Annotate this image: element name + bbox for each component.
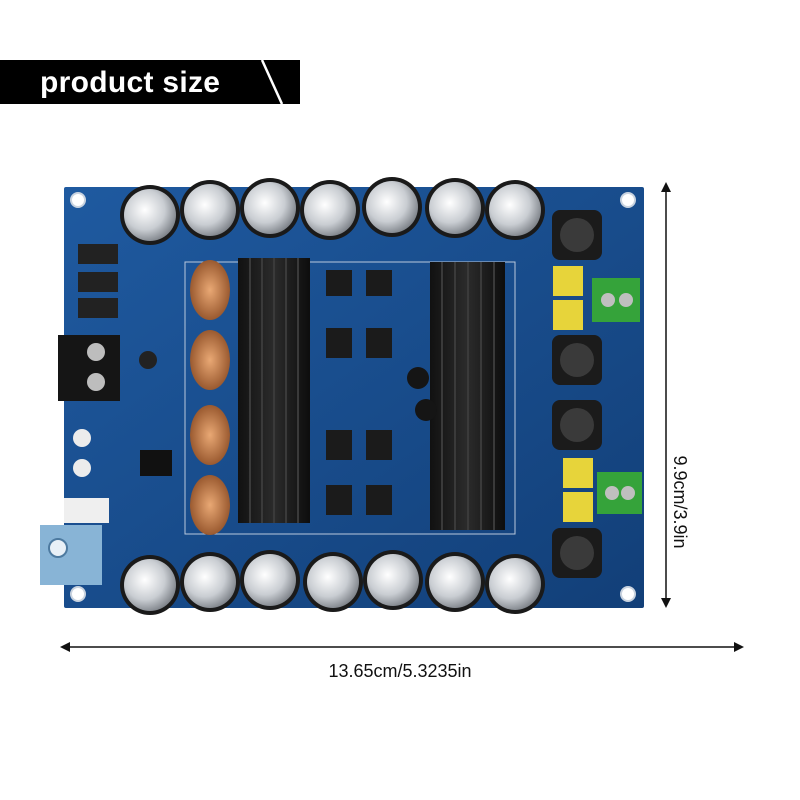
product-size-banner: product size — [0, 60, 300, 104]
left-heat-sink — [238, 258, 310, 523]
top-capacitors — [120, 177, 545, 245]
height-dimension-label: 9.9cm/3.9in — [670, 455, 690, 549]
speaker-terminals — [592, 278, 642, 514]
width-dimension-label: 13.65cm/5.3235in — [328, 661, 472, 681]
mosfet-chips — [326, 270, 392, 515]
right-heat-sink — [430, 262, 505, 530]
bottom-capacitors — [120, 550, 545, 615]
film-capacitors — [553, 266, 593, 522]
center-small-capacitors — [407, 367, 437, 421]
width-dimension-arrow — [60, 642, 744, 652]
toroid-coils — [190, 260, 230, 535]
banner-slash-decoration — [260, 60, 284, 104]
left-components — [40, 244, 172, 585]
shielded-inductors — [552, 210, 602, 578]
banner-title: product size — [40, 66, 221, 99]
height-dimension-arrow — [661, 182, 671, 608]
power-terminal — [58, 335, 120, 401]
